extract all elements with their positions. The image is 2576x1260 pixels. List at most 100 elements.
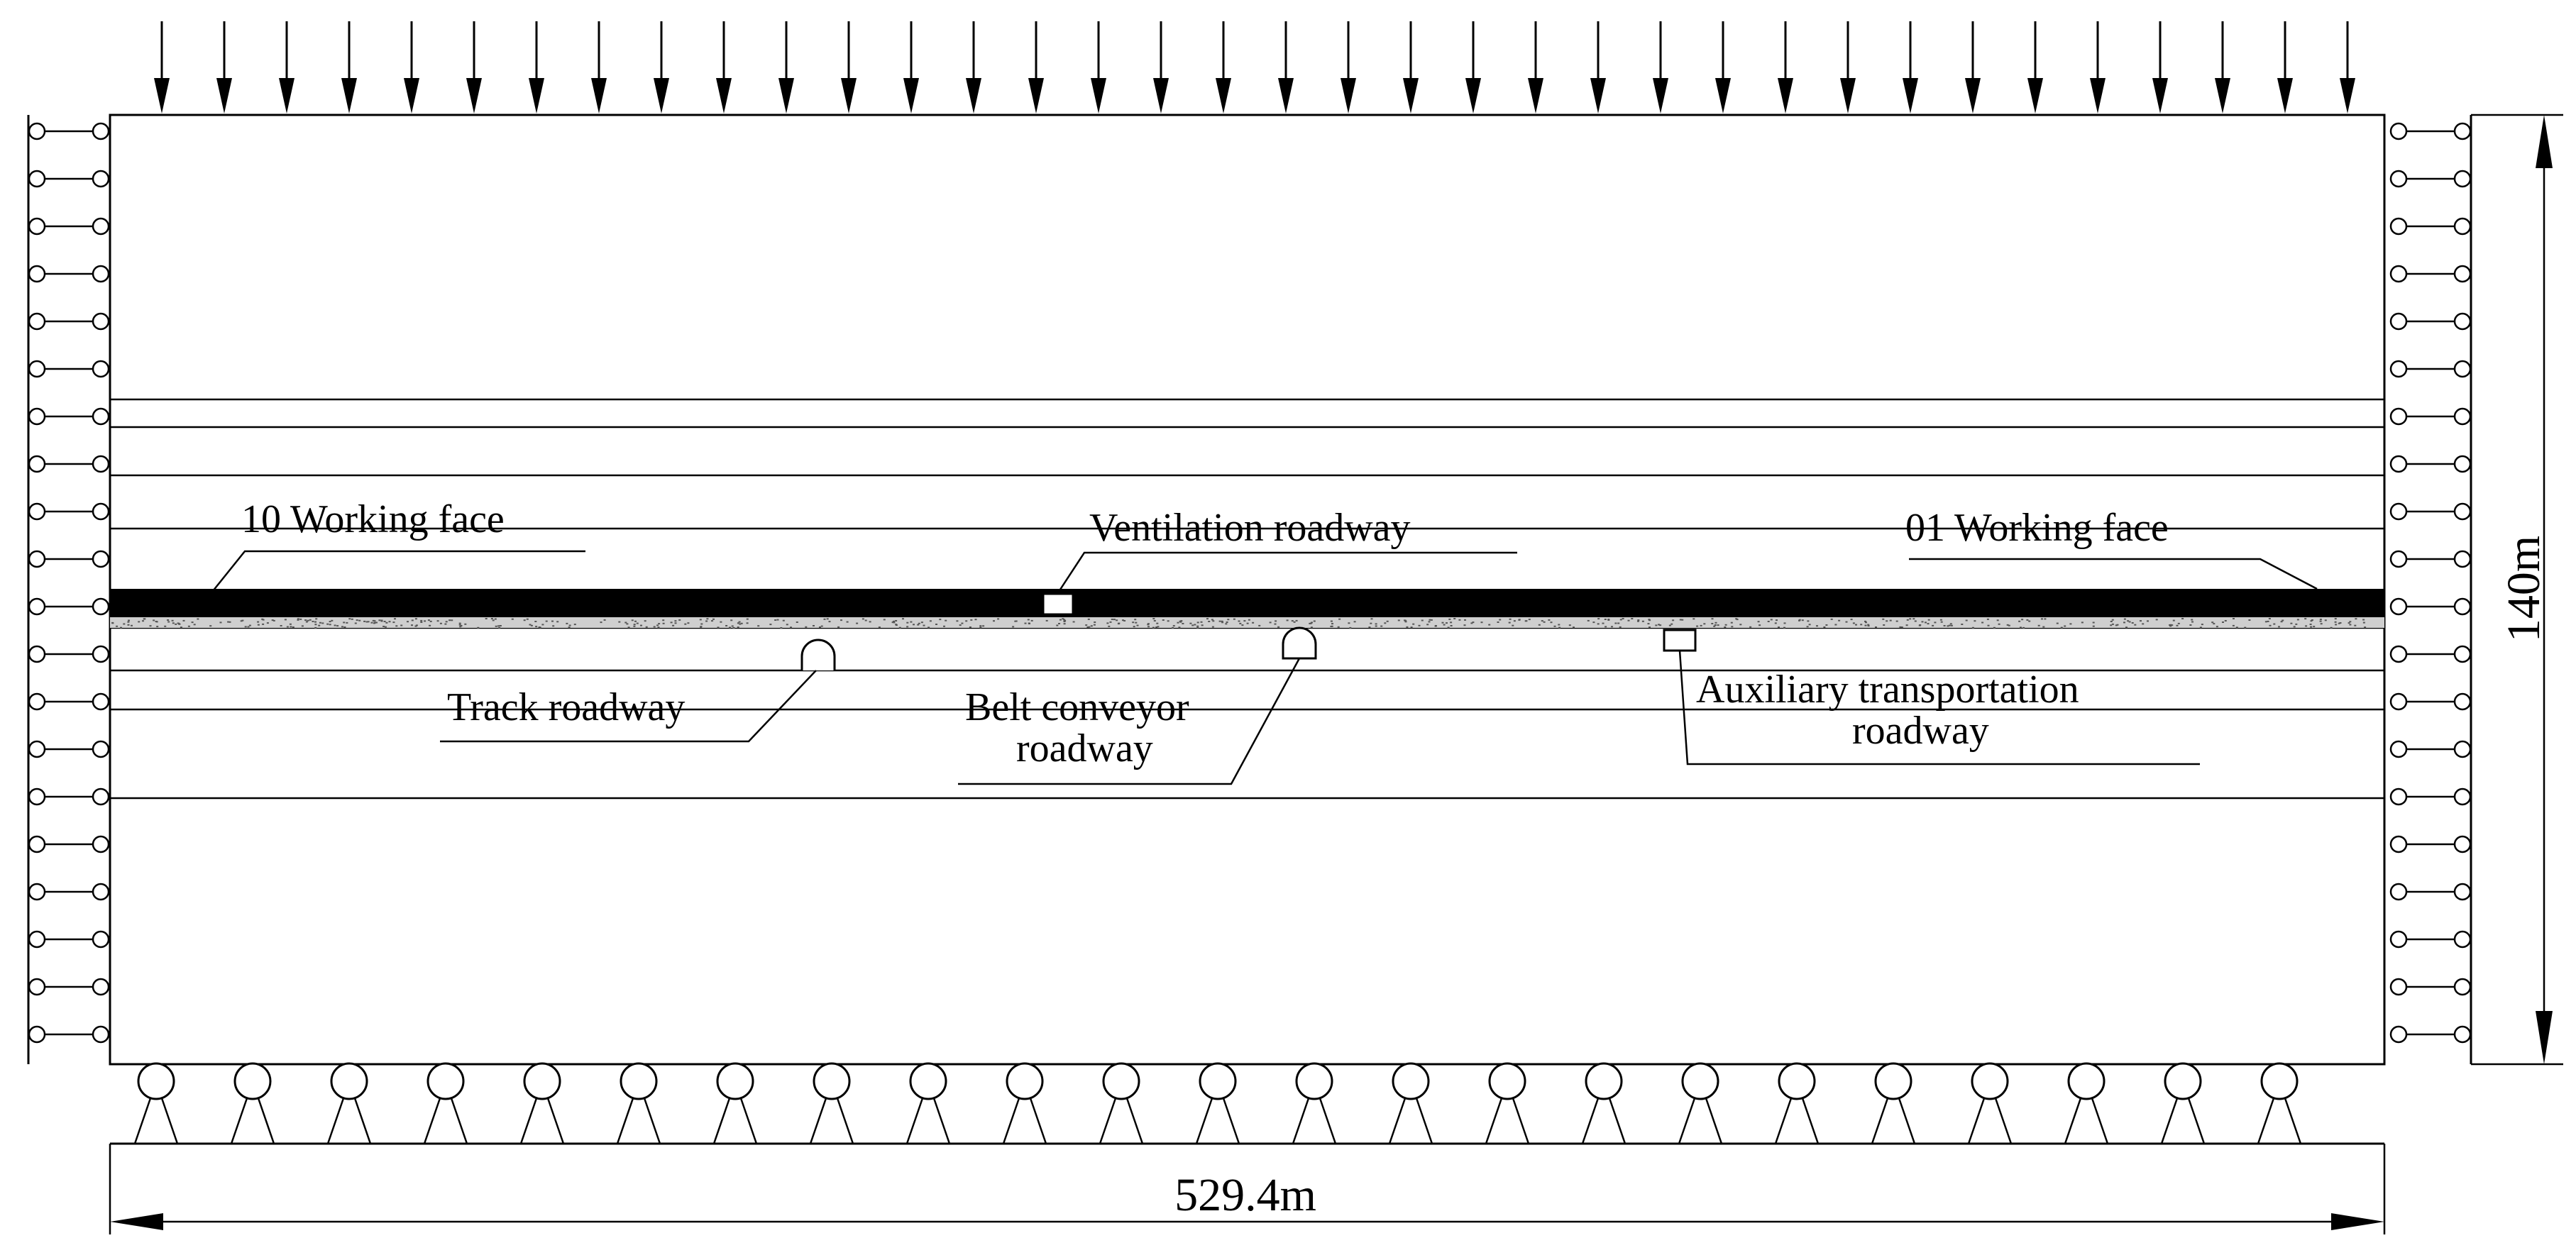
speckle-dot <box>2296 619 2299 621</box>
pin-support-leg <box>546 1098 565 1144</box>
roller-circle <box>2453 550 2472 568</box>
speckle-dot <box>1147 623 1150 625</box>
speckle-dot <box>1348 622 1350 624</box>
speckle-dot <box>2069 623 2072 625</box>
speckle-dot <box>1206 618 1209 620</box>
speckle-dot <box>523 619 526 621</box>
speckle-dot <box>297 619 299 621</box>
speckle-dot <box>309 619 312 621</box>
speckle-dot <box>167 619 170 621</box>
speckle-dot <box>429 620 432 622</box>
speckle-dot <box>1106 622 1109 624</box>
speckle-dot <box>1239 622 1242 624</box>
speckle-dot <box>2305 625 2308 627</box>
aux-label-line2: roadway <box>1852 709 1989 753</box>
speckle-dot <box>823 618 826 620</box>
speckle-dot <box>383 621 386 622</box>
speckle-dot <box>1860 624 1863 626</box>
speckle-dot <box>1331 623 1333 625</box>
speckle-dot <box>1508 621 1511 624</box>
speckle-dot <box>1668 624 1671 626</box>
roller-circle <box>2389 122 2408 140</box>
speckle-dot <box>1472 621 1475 624</box>
speckle-dot <box>2155 619 2158 621</box>
speckle-dot <box>448 619 451 621</box>
speckle-dot <box>1226 621 1228 623</box>
speckle-dot <box>1717 624 1719 626</box>
roller-circle <box>92 835 110 853</box>
load-arrow-head <box>1216 78 1231 114</box>
speckle-dot <box>464 623 467 625</box>
load-arrow-head <box>966 78 981 114</box>
speckle-dot <box>329 621 331 623</box>
speckle-dot <box>1090 625 1093 627</box>
roller-circle <box>92 740 110 758</box>
roller-circle <box>2389 455 2408 473</box>
speckle-dot <box>2140 620 2142 622</box>
speckle-dot <box>1062 618 1064 620</box>
speckle-dot <box>2123 621 2125 624</box>
load-arrow-head <box>404 78 419 114</box>
speckle-dot <box>1180 620 1183 622</box>
pin-support-circle <box>909 1062 947 1100</box>
roller-circle <box>2389 788 2408 806</box>
pin-support-leg <box>1292 1098 1310 1144</box>
speckle-dot <box>2044 618 2047 620</box>
roller-circle <box>2389 978 2408 996</box>
speckle-dot <box>156 626 159 628</box>
pin-support-leg <box>1125 1098 1144 1144</box>
speckle-dot <box>634 620 637 622</box>
speckle-dot <box>1816 625 1818 627</box>
speckle-dot <box>1450 625 1453 626</box>
speckle-dot <box>497 625 500 627</box>
speckle-dot <box>1622 618 1624 619</box>
speckle-dot <box>627 626 630 629</box>
roller-circle <box>2453 312 2472 331</box>
speckle-dot <box>717 626 720 629</box>
speckle-dot <box>1421 619 1424 621</box>
speckle-dot <box>1453 618 1456 619</box>
pin-support-leg <box>160 1098 179 1144</box>
pin-support-circle <box>2260 1062 2299 1100</box>
load-arrow-head <box>841 78 857 114</box>
speckle-dot <box>624 621 627 624</box>
speckle-dot <box>1201 624 1204 626</box>
roller-circle <box>2453 122 2472 140</box>
speckle-dot <box>257 624 260 626</box>
speckle-dot <box>395 625 398 627</box>
roller-circle <box>92 265 110 283</box>
speckle-dot <box>1808 624 1811 626</box>
width-dimension: 529.4m <box>109 1144 2386 1234</box>
speckle-dot <box>458 624 461 626</box>
speckle-dot <box>1801 619 1804 621</box>
speckle-dot <box>895 624 898 626</box>
speckle-dot <box>1619 626 1622 628</box>
speckle-dot <box>1774 622 1777 624</box>
track-leader <box>440 670 817 743</box>
speckle-dot <box>556 621 559 623</box>
roller-circle <box>92 122 110 140</box>
speckle-dot <box>299 618 302 620</box>
pin-support-leg <box>1029 1098 1047 1144</box>
pin-support-leg <box>1319 1098 1337 1144</box>
speckle-dot <box>284 619 287 621</box>
speckle-dot <box>1855 624 1857 626</box>
load-arrow-head <box>778 78 794 114</box>
speckle-dot <box>2295 623 2298 625</box>
speckle-dot <box>672 624 675 626</box>
speckle-dot <box>1429 619 1431 621</box>
pin-support-leg <box>1415 1098 1433 1144</box>
speckle-dot <box>1293 621 1296 623</box>
load-arrow-head <box>1153 78 1169 114</box>
speckle-dot <box>1189 622 1192 624</box>
speckle-dot <box>826 618 829 620</box>
speckle-dot <box>1731 626 1734 628</box>
pin-support-leg <box>2160 1098 2179 1144</box>
speckle-dot <box>1375 625 1377 627</box>
speckle-dot <box>658 623 661 625</box>
speckle-dot <box>2171 624 2174 626</box>
speckle-dot <box>248 624 251 626</box>
speckle-dot <box>730 619 733 621</box>
speckle-dot <box>1573 626 1575 629</box>
load-arrow-head <box>1965 78 1981 114</box>
